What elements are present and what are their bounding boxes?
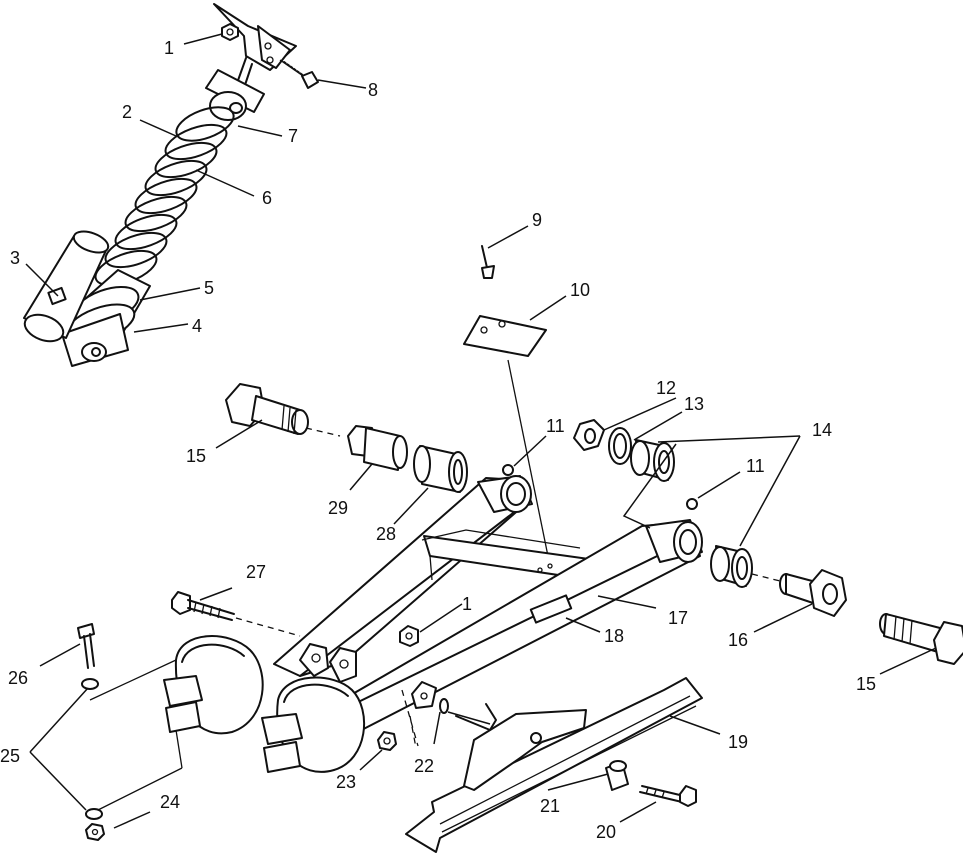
pivot-axis-right	[751, 573, 785, 583]
callout-25: 25	[0, 746, 20, 766]
callout-12: 12	[656, 378, 676, 398]
leader-lines	[25, 33, 937, 829]
callout-3: 3	[10, 248, 20, 268]
pivot-bolt-15-left	[225, 383, 341, 437]
callout-7: 7	[288, 126, 298, 146]
bearing-14-lower	[710, 545, 753, 588]
grease-fitting-11-right	[686, 498, 698, 510]
callout-5: 5	[204, 278, 214, 298]
callout-11-right: 11	[746, 456, 765, 476]
pivot-bolt-16	[779, 569, 847, 617]
bearing-14-upper	[630, 439, 675, 482]
callout-1: 1	[164, 38, 174, 58]
pivot-bolt-15-right	[879, 613, 963, 665]
callout-1-lower: 1	[462, 594, 472, 614]
plate-10	[463, 315, 547, 357]
callout-10: 10	[570, 280, 590, 300]
shock-absorber-assembly	[23, 3, 319, 367]
assembly-lines-25	[89, 659, 183, 811]
callout-26: 26	[8, 668, 28, 688]
upper-mount-bracket	[213, 3, 297, 89]
shock-top-eye	[205, 69, 265, 121]
callout-6: 6	[262, 188, 272, 208]
assembly-line-22	[409, 715, 417, 749]
shock-reservoir-3	[23, 230, 110, 343]
nut-1-upper	[221, 23, 239, 41]
plate-guide-line	[507, 359, 551, 567]
wheel-hoop-right	[261, 676, 366, 773]
callout-24: 24	[160, 792, 180, 812]
slide-rail-19	[405, 677, 703, 853]
assembly-line-hoop	[175, 729, 183, 769]
callout-16: 16	[728, 630, 748, 650]
swing-arm-frame	[273, 464, 703, 747]
washer-13	[608, 427, 632, 465]
bushing-29	[347, 425, 408, 471]
callout-15-right: 15	[856, 674, 876, 694]
nut-12	[573, 419, 605, 451]
callout-15-left: 15	[186, 446, 206, 466]
bolt-20	[639, 785, 697, 807]
callout-2: 2	[122, 102, 132, 122]
bearing-28	[413, 445, 468, 493]
callout-17: 17	[668, 608, 688, 628]
nut-24	[85, 823, 105, 841]
slot-18	[529, 594, 573, 624]
nut-23	[377, 731, 397, 751]
washer-25-upper	[81, 678, 99, 690]
callout-19: 19	[728, 732, 748, 752]
callout-9: 9	[532, 210, 542, 230]
callout-13: 13	[684, 394, 704, 414]
rivet-9	[481, 245, 495, 279]
grease-fitting-11-left	[502, 464, 514, 476]
callout-18: 18	[604, 626, 624, 646]
washer-22	[439, 698, 449, 714]
shock-body	[61, 269, 151, 367]
spacer-21	[605, 760, 629, 791]
callout-14: 14	[812, 420, 832, 440]
bolt-8	[279, 59, 319, 89]
callout-29: 29	[328, 498, 348, 518]
bolt-26	[77, 623, 95, 669]
callout-20: 20	[596, 822, 616, 842]
callout-labels: 1 2 3 4 5 6 7 8 9 10 11 11 12 13 14 15 1…	[0, 38, 876, 842]
bolt-27	[171, 591, 301, 637]
nut-1-lower	[399, 625, 419, 647]
washer-25-lower	[85, 808, 103, 820]
callout-22: 22	[414, 756, 434, 776]
callout-28: 28	[376, 524, 396, 544]
callout-11-left: 11	[546, 416, 565, 436]
callout-8: 8	[368, 80, 378, 100]
callout-4: 4	[192, 316, 202, 336]
callout-21: 21	[540, 796, 560, 816]
callout-27: 27	[246, 562, 266, 582]
callout-23: 23	[336, 772, 356, 792]
wheel-hoop-left	[163, 635, 264, 735]
coil-spring	[94, 106, 235, 287]
